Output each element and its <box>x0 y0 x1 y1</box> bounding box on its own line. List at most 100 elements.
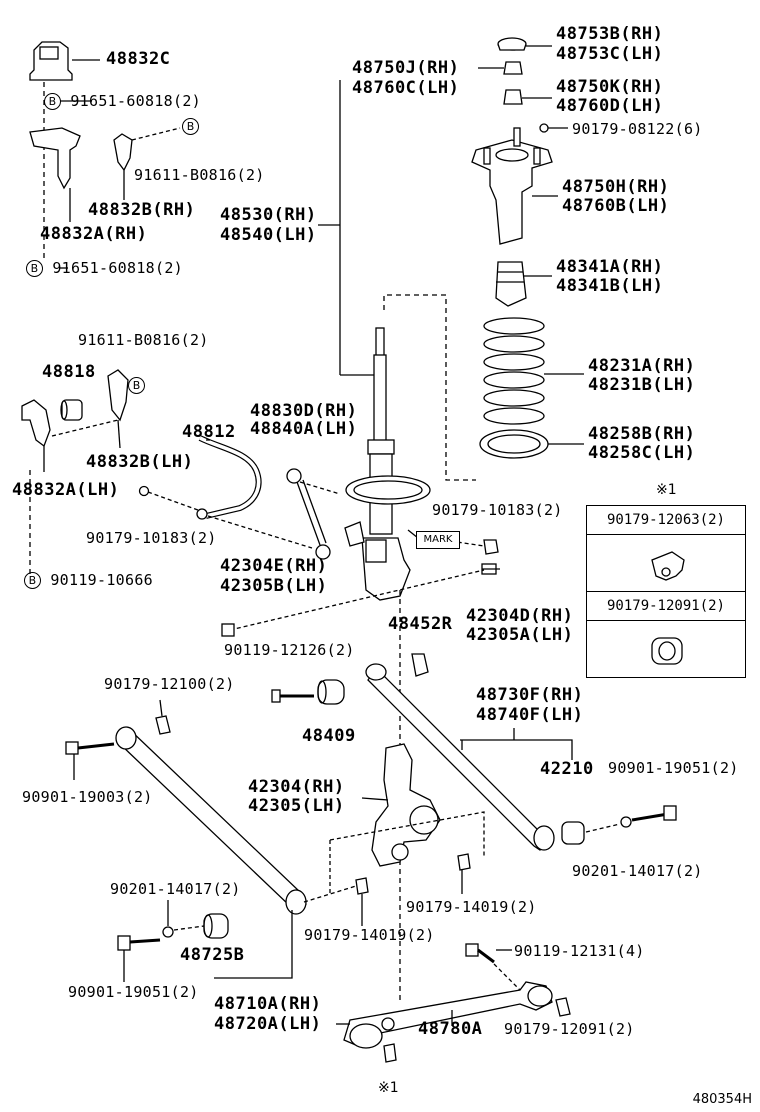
leader-48710A <box>214 910 293 979</box>
label-48258C: 48258C(LH) <box>588 443 696 463</box>
label-48812: 48812 <box>182 422 236 442</box>
bracket-48832A-LH <box>21 399 51 472</box>
mark-label: MARK <box>416 531 460 549</box>
label-91611-B0816-top: 91611-B0816(2) <box>134 166 265 184</box>
cap-48753B <box>497 37 527 51</box>
shock-absorber-48530 <box>344 327 431 601</box>
nut-90179-14019-left <box>355 877 369 895</box>
label-90179-12100: 90179-12100(2) <box>104 675 235 693</box>
bolt-90901-19051-right <box>620 805 677 828</box>
label-48258B: 48258B(RH) <box>588 424 696 444</box>
label-48830D: 48830D(RH) <box>250 401 358 421</box>
label-90201-14017-right: 90201-14017(2) <box>572 862 703 880</box>
label-48231A: 48231A(RH) <box>588 356 696 376</box>
bracket-48832C <box>29 41 100 81</box>
nut-inset-ref <box>383 1043 397 1063</box>
label-48341A: 48341A(RH) <box>556 257 664 277</box>
dash-stab-link <box>207 515 313 549</box>
inset-box: 90179-12063(2) 90179-12091(2) <box>586 505 746 678</box>
bushing-48818 <box>60 399 83 421</box>
label-42304: 42304(RH) <box>248 777 345 797</box>
inset-part-90179-12091 <box>651 637 683 665</box>
inset-note: ※1 <box>656 482 677 498</box>
bush-48725B <box>203 913 229 939</box>
stabilizer-bar-48812 <box>196 435 262 520</box>
label-90179-12091-bot: 90179-12091(2) <box>504 1020 635 1038</box>
label-48740F: 48740F(LH) <box>476 705 584 725</box>
label-48750H: 48750H(RH) <box>562 177 670 197</box>
leader-48730F <box>460 739 573 760</box>
inset-row-1: 90179-12063(2) <box>587 506 745 535</box>
label-48725B: 48725B <box>180 945 245 965</box>
dash-48725B <box>173 925 205 931</box>
coil-spring-48231A <box>483 317 545 425</box>
label-42305: 42305(LH) <box>248 796 345 816</box>
bolt-90119-12131 <box>465 943 495 964</box>
label-48750J: 48750J(RH) <box>352 58 460 78</box>
label-48760C: 48760C(LH) <box>352 78 460 98</box>
label-48750K: 48750K(RH) <box>556 77 664 97</box>
label-48409: 48409 <box>302 726 356 746</box>
bush-48409 <box>317 679 345 705</box>
label-91651-60818-bot: B 91651-60818(2) <box>26 259 183 277</box>
label-48231B: 48231B(LH) <box>588 375 696 395</box>
inset-part-90179-12063 <box>651 551 685 581</box>
label-48840A: 48840A(LH) <box>250 419 358 439</box>
inset-cell-2 <box>587 621 745 677</box>
insulator-48258B <box>479 429 549 459</box>
dash-arm-nut <box>303 885 357 903</box>
label-90119-12126: 90119-12126(2) <box>224 641 355 659</box>
dash-bracket <box>51 419 119 437</box>
rear-arm-48780A <box>343 981 553 1049</box>
label-48832C: 48832C <box>106 49 171 69</box>
label-48730F: 48730F(RH) <box>476 685 584 705</box>
label-48760D: 48760D(LH) <box>556 96 664 116</box>
label-91611-B0816-mid: 91611-B0816(2) <box>78 331 209 349</box>
leader-90179-12100 <box>159 699 163 717</box>
dash-knuckle <box>329 811 485 856</box>
steering-knuckle-42304 <box>361 743 441 867</box>
nut-90179-10183-right <box>483 539 499 555</box>
label-48540: 48540(LH) <box>220 225 317 245</box>
label-48780A: 48780A <box>418 1019 483 1039</box>
bush-42210 <box>561 821 585 845</box>
label-48720A: 48720A(LH) <box>214 1014 322 1034</box>
label-90179-14019-right: 90179-14019(2) <box>406 898 537 916</box>
nut-90179-12091 <box>555 997 571 1017</box>
label-48753C: 48753C(LH) <box>556 44 664 64</box>
label-42304E: 42304E(RH) <box>220 556 328 576</box>
bolt-ref-b-icon: B <box>26 260 43 277</box>
label-90901-19051-right: 90901-19051(2) <box>608 759 739 777</box>
nut-90179-10183-left <box>138 485 150 497</box>
nut-90119-12126 <box>221 623 235 637</box>
bolt-ref-b-icon: B <box>44 93 61 110</box>
label-42210: 42210 <box>540 759 594 779</box>
stabilizer-link-48830D <box>286 468 341 560</box>
dash-box <box>383 294 476 481</box>
label-90179-10183-right: 90179-10183(2) <box>432 501 563 519</box>
label-90179-10183-left: 90179-10183(2) <box>86 529 217 547</box>
control-arm-48710A <box>115 726 307 915</box>
bracket-48832B-RH <box>113 127 181 200</box>
nut-90179-14019-right <box>457 853 471 871</box>
bottom-note: ※1 <box>378 1080 399 1096</box>
dash-42304 <box>229 569 485 631</box>
footer-code: 480354H <box>692 1092 752 1107</box>
label-48832B-LH: 48832B(LH) <box>86 452 194 472</box>
label-48832A-RH: 48832A(RH) <box>40 224 148 244</box>
label-48530: 48530(RH) <box>220 205 317 225</box>
part-48452R <box>411 653 429 677</box>
label-48832B-RH: 48832B(RH) <box>88 200 196 220</box>
label-90201-14017-left: 90201-14017(2) <box>110 880 241 898</box>
nut-90179-12100 <box>155 715 171 735</box>
bolt-ref-b-icon: B <box>182 118 199 135</box>
dash-stab <box>147 491 199 511</box>
label-48832A-LH: 48832A(LH) <box>12 480 120 500</box>
bolt-ref-b-icon: B <box>24 572 41 589</box>
label-90119-10666: B 90119-10666 <box>24 571 153 589</box>
dash-rear-arm <box>493 963 521 991</box>
inset-row-2: 90179-12091(2) <box>587 592 745 621</box>
nut-48750J <box>478 61 523 75</box>
label-90179-08122: 90179-08122(6) <box>572 120 703 138</box>
